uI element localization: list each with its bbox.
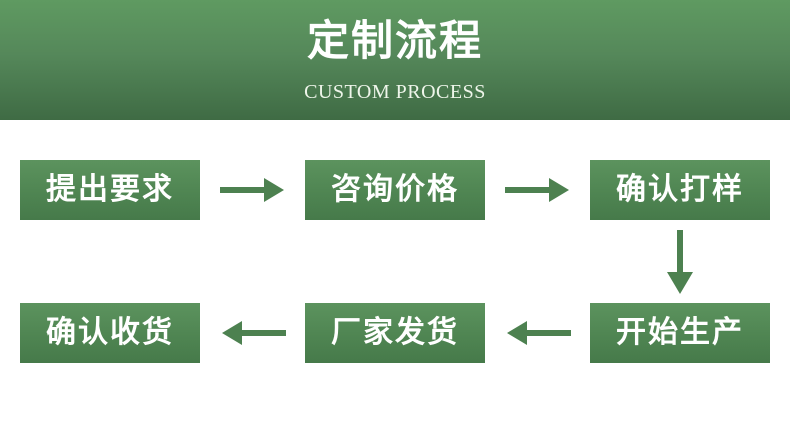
arrow-right-1-icon	[220, 178, 284, 202]
step-3-box: 确认打样	[590, 160, 770, 220]
step-4-label: 开始生产	[616, 315, 744, 350]
arrow-down-icon	[667, 230, 693, 294]
step-1-label: 提出要求	[46, 172, 174, 207]
step-6-box: 确认收货	[20, 303, 200, 363]
step-1-box: 提出要求	[20, 160, 200, 220]
arrow-right-2-icon	[505, 178, 569, 202]
step-3-label: 确认打样	[616, 172, 744, 207]
arrow-left-2-icon	[222, 321, 286, 345]
page-subtitle: CUSTOM PROCESS	[304, 81, 486, 103]
step-5-box: 厂家发货	[305, 303, 485, 363]
step-2-box: 咨询价格	[305, 160, 485, 220]
header-banner: 定制流程 CUSTOM PROCESS	[0, 0, 790, 120]
arrow-left-1-icon	[507, 321, 571, 345]
step-4-box: 开始生产	[590, 303, 770, 363]
page-title: 定制流程	[306, 16, 483, 65]
step-5-label: 厂家发货	[331, 315, 459, 350]
step-2-label: 咨询价格	[331, 172, 459, 207]
step-6-label: 确认收货	[46, 315, 174, 350]
